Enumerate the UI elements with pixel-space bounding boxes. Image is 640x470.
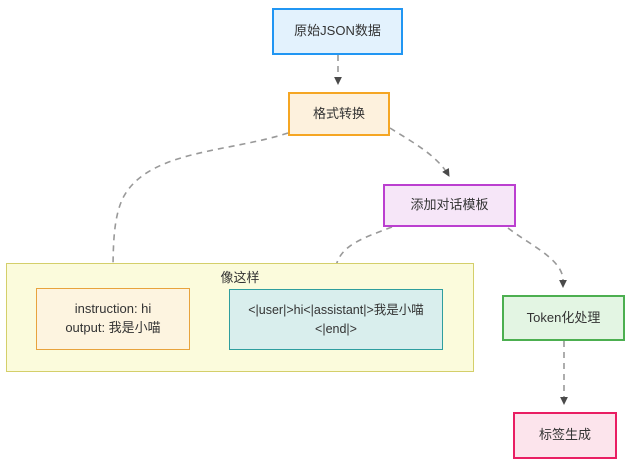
node-raw-json[interactable]: 原始JSON数据 [272,8,403,55]
edge-formatconvert-to-addtemplate [389,127,450,177]
node-label-gen[interactable]: 标签生成 [513,412,617,459]
node-format-convert-label: 格式转换 [312,105,365,121]
node-tokenize-label: Token化处理 [526,309,601,325]
node-add-template-label: 添加对话模板 [410,197,489,213]
node-instruction[interactable]: instruction: hi output: 我是小喵 [36,288,190,350]
node-chat-template[interactable]: <|user|>hi<|assistant|>我是小喵<|end|> [229,289,443,350]
node-tokenize[interactable]: Token化处理 [502,295,625,341]
node-format-convert[interactable]: 格式转换 [288,92,390,136]
edge-addtemplate-to-tokenize [507,227,567,288]
subgraph-title: 像这样 [220,270,260,285]
node-raw-json-label: 原始JSON数据 [294,23,381,39]
node-instruction-label: instruction: hi output: 我是小喵 [65,301,161,335]
node-chat-template-label: <|user|>hi<|assistant|>我是小喵<|end|> [248,303,424,336]
edge-formatconvert-to-instruction [109,132,289,281]
node-add-template[interactable]: 添加对话模板 [383,184,516,227]
node-label-gen-label: 标签生成 [538,427,591,443]
